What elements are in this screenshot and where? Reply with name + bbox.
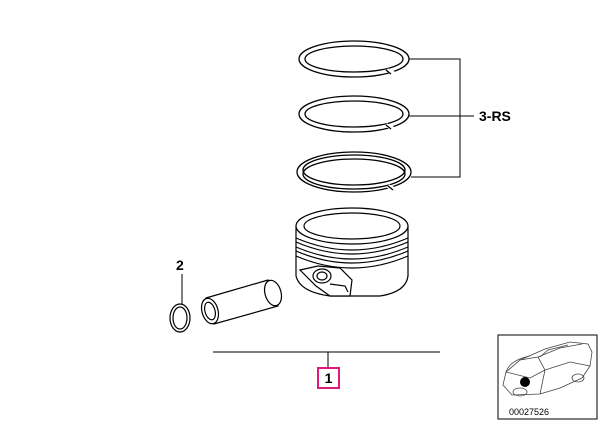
- piston-ring-top[interactable]: [298, 40, 410, 78]
- rings-leader-bracket: [409, 58, 474, 178]
- callout-1[interactable]: 1: [325, 370, 333, 386]
- car-icon: [502, 341, 593, 397]
- thumbnail-frame: [497, 334, 598, 420]
- piston-rings[interactable]: [296, 40, 412, 193]
- car-thumbnail[interactable]: 00027526: [497, 334, 598, 420]
- piston-ring-oil[interactable]: [296, 151, 412, 193]
- circlip[interactable]: [169, 303, 191, 333]
- engine-location-dot: [520, 377, 530, 387]
- callout-1-highlight-box[interactable]: [317, 367, 340, 389]
- callout-2[interactable]: 2: [176, 257, 184, 273]
- piston[interactable]: [295, 207, 409, 297]
- thumbnail-part-number: 00027526: [509, 407, 549, 417]
- piston-pin[interactable]: [199, 278, 285, 325]
- callout-3-rs[interactable]: 3-RS: [479, 108, 511, 124]
- piston-ring-middle[interactable]: [298, 95, 410, 133]
